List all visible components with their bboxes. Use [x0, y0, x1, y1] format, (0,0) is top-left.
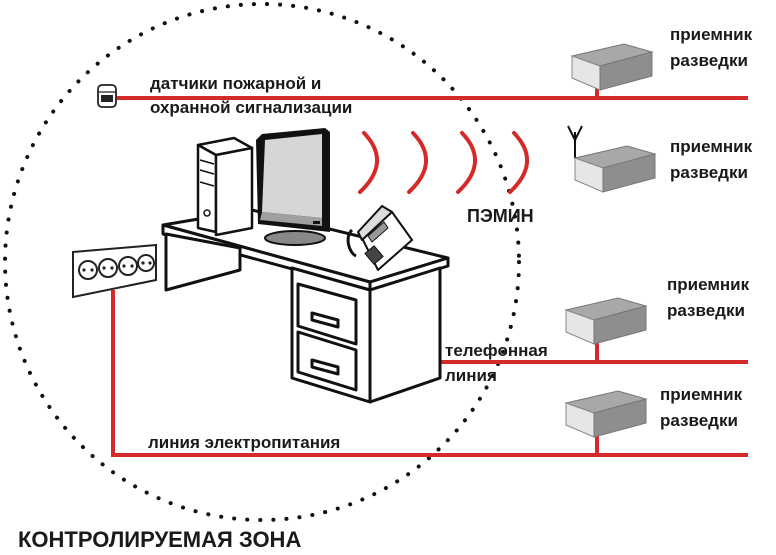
receiver-1-label-line2: разведки [670, 51, 748, 70]
receiver-1 [571, 43, 653, 91]
computer-tower-icon [196, 136, 254, 237]
receiver-1-label-line1: приемник [670, 25, 753, 44]
zone-title: КОНТРОЛИРУЕМАЯ ЗОНА [18, 527, 301, 552]
receiver-4 [565, 390, 647, 438]
monitor-icon [256, 128, 330, 246]
pemin-label: ПЭМИН [467, 206, 534, 226]
power-socket-icon [72, 243, 157, 299]
receiver-4-label-line1: приемник [660, 385, 743, 404]
sensors-label-line1: датчики пожарной и [150, 74, 321, 93]
power-line [111, 290, 748, 457]
telephone-icon [346, 205, 413, 271]
antenna-icon [567, 125, 583, 158]
receiver-2 [567, 125, 656, 193]
power-line-label: линия электропитания [148, 433, 340, 452]
fire-security-sensor-icon [97, 84, 117, 108]
receiver-4-label-line2: разведки [660, 411, 738, 430]
controlled-zone-boundary [3, 2, 521, 522]
receiver-3-label-line2: разведки [667, 301, 745, 320]
phone-line-label-line2: линия [445, 366, 497, 385]
receiver-2-label-line2: разведки [670, 163, 748, 182]
phone-line-label-line1: телефонная [445, 341, 548, 360]
receiver-2-label-line1: приемник [670, 137, 753, 156]
emission-waves-icon [358, 131, 530, 194]
desk-icon [161, 208, 450, 404]
receiver-3-label-line1: приемник [667, 275, 750, 294]
receiver-3 [565, 297, 647, 345]
sensors-label-line2: охранной сигнализации [150, 98, 352, 117]
